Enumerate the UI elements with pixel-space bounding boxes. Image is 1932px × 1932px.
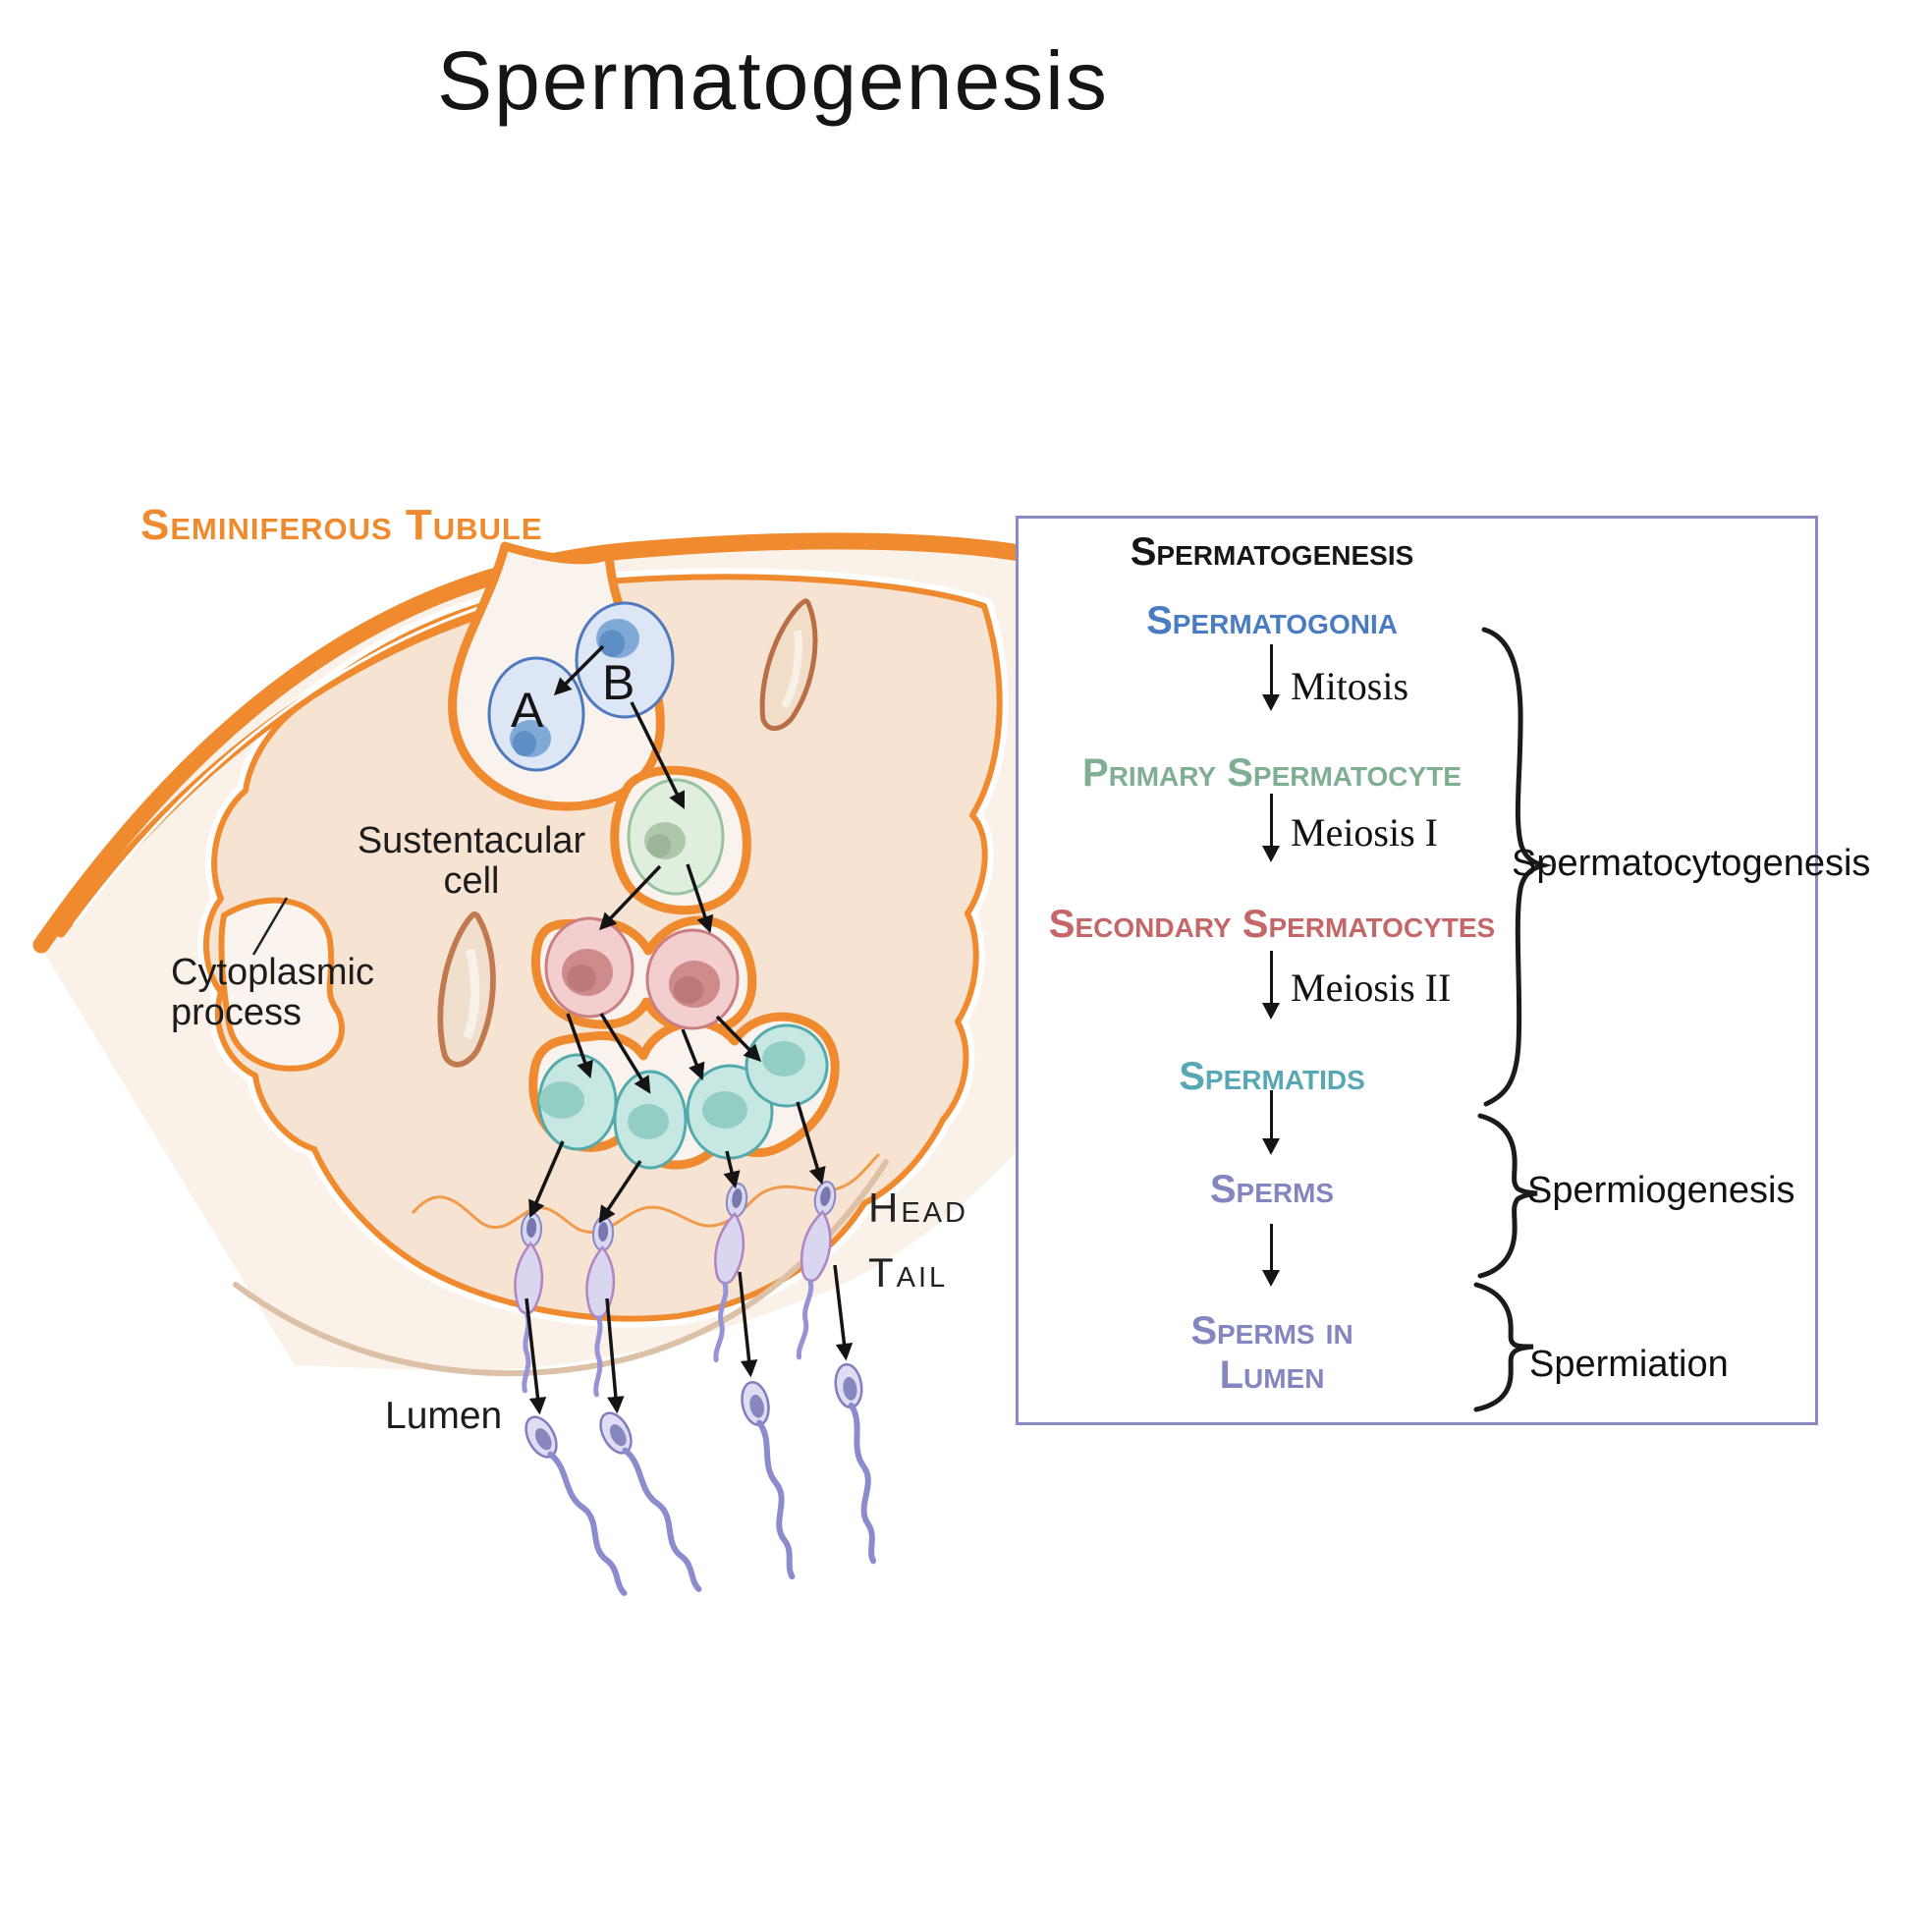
division-arrows xyxy=(524,644,854,1415)
spermatogenesis-flowchart: Spermatogenesis Spermatogonia Primary Sp… xyxy=(1016,516,1870,1425)
spermatogonium-b-label: B xyxy=(602,655,635,710)
tubule-svg xyxy=(32,532,1028,1596)
stage-sperms-in-lumen: Sperms in Lumen xyxy=(1019,1309,1525,1398)
sperm-tail-label: Tail xyxy=(868,1249,949,1296)
spermatid-cells xyxy=(537,1023,829,1170)
cytoplasmic-process-label: Cytoplasmic process xyxy=(171,953,374,1033)
sperms-in-lumen-line2: Lumen xyxy=(1219,1352,1325,1397)
flow-arrow-mitosis xyxy=(1262,644,1280,711)
stage-primary-spermatocyte: Primary Spermatocyte xyxy=(1082,751,1462,795)
flow-arrow-spermiogenesis xyxy=(1262,1090,1280,1155)
brace-spermatocytogenesis xyxy=(1481,627,1553,1107)
brace-spermiation xyxy=(1473,1282,1534,1412)
primary-spermatocyte-cell xyxy=(627,778,725,896)
cytoplasmic-pointer-line xyxy=(251,897,289,956)
sperms-in-lumen-line1: Sperms in xyxy=(1190,1309,1353,1352)
flowchart-title: Spermatogenesis xyxy=(1130,530,1414,574)
phase-spermiogenesis: Spermiogenesis xyxy=(1527,1170,1795,1211)
sustentacular-cell-label: Sustentacular cell xyxy=(316,821,627,902)
seminiferous-tubule-label: Seminiferous Tubule xyxy=(140,501,543,549)
transition-mitosis: Mitosis xyxy=(1291,664,1409,708)
lumen-label: Lumen xyxy=(385,1395,503,1437)
secondary-spermatocyte-right xyxy=(645,928,740,1030)
cytoplasmic-line1: Cytoplasmic xyxy=(171,952,374,993)
phase-spermatocytogenesis: Spermatocytogenesis xyxy=(1512,843,1871,884)
cytoplasmic-line2: process xyxy=(171,992,303,1033)
brace-spermiogenesis xyxy=(1477,1113,1538,1279)
flow-arrow-meiosis2 xyxy=(1262,951,1280,1020)
seminiferous-tubule-illustration xyxy=(29,413,1028,1680)
sustentacular-line2: cell xyxy=(443,860,500,902)
transition-meiosis-1: Meiosis I xyxy=(1291,810,1438,855)
spindle-shape-upper xyxy=(759,598,818,732)
page-title: Spermatogenesis xyxy=(437,34,1109,127)
mature-sperms xyxy=(524,1362,877,1596)
spermatogonium-b-cell xyxy=(575,601,675,719)
flow-arrow-meiosis1 xyxy=(1262,794,1280,862)
transition-meiosis-2: Meiosis II xyxy=(1291,966,1452,1010)
sustentacular-line1: Sustentacular xyxy=(357,820,586,861)
cytoplasmic-process-notch xyxy=(218,897,345,1072)
stage-sperms: Sperms xyxy=(1209,1168,1335,1211)
phase-spermiation: Spermiation xyxy=(1529,1344,1729,1385)
blob-lower-margin xyxy=(411,1152,881,1234)
spindle-shape-lower xyxy=(437,911,496,1068)
flow-arrow-spermiation xyxy=(1262,1224,1280,1287)
stage-spermatogonia: Spermatogonia xyxy=(1146,599,1398,642)
secondary-spermatocyte-left xyxy=(544,916,635,1019)
phase-braces xyxy=(1473,627,1553,1412)
stage-secondary-spermatocytes: Secondary Spermatocytes xyxy=(1048,903,1496,946)
spermatogonium-a-label: A xyxy=(511,683,544,738)
sperm-head-label: Head xyxy=(868,1185,968,1231)
